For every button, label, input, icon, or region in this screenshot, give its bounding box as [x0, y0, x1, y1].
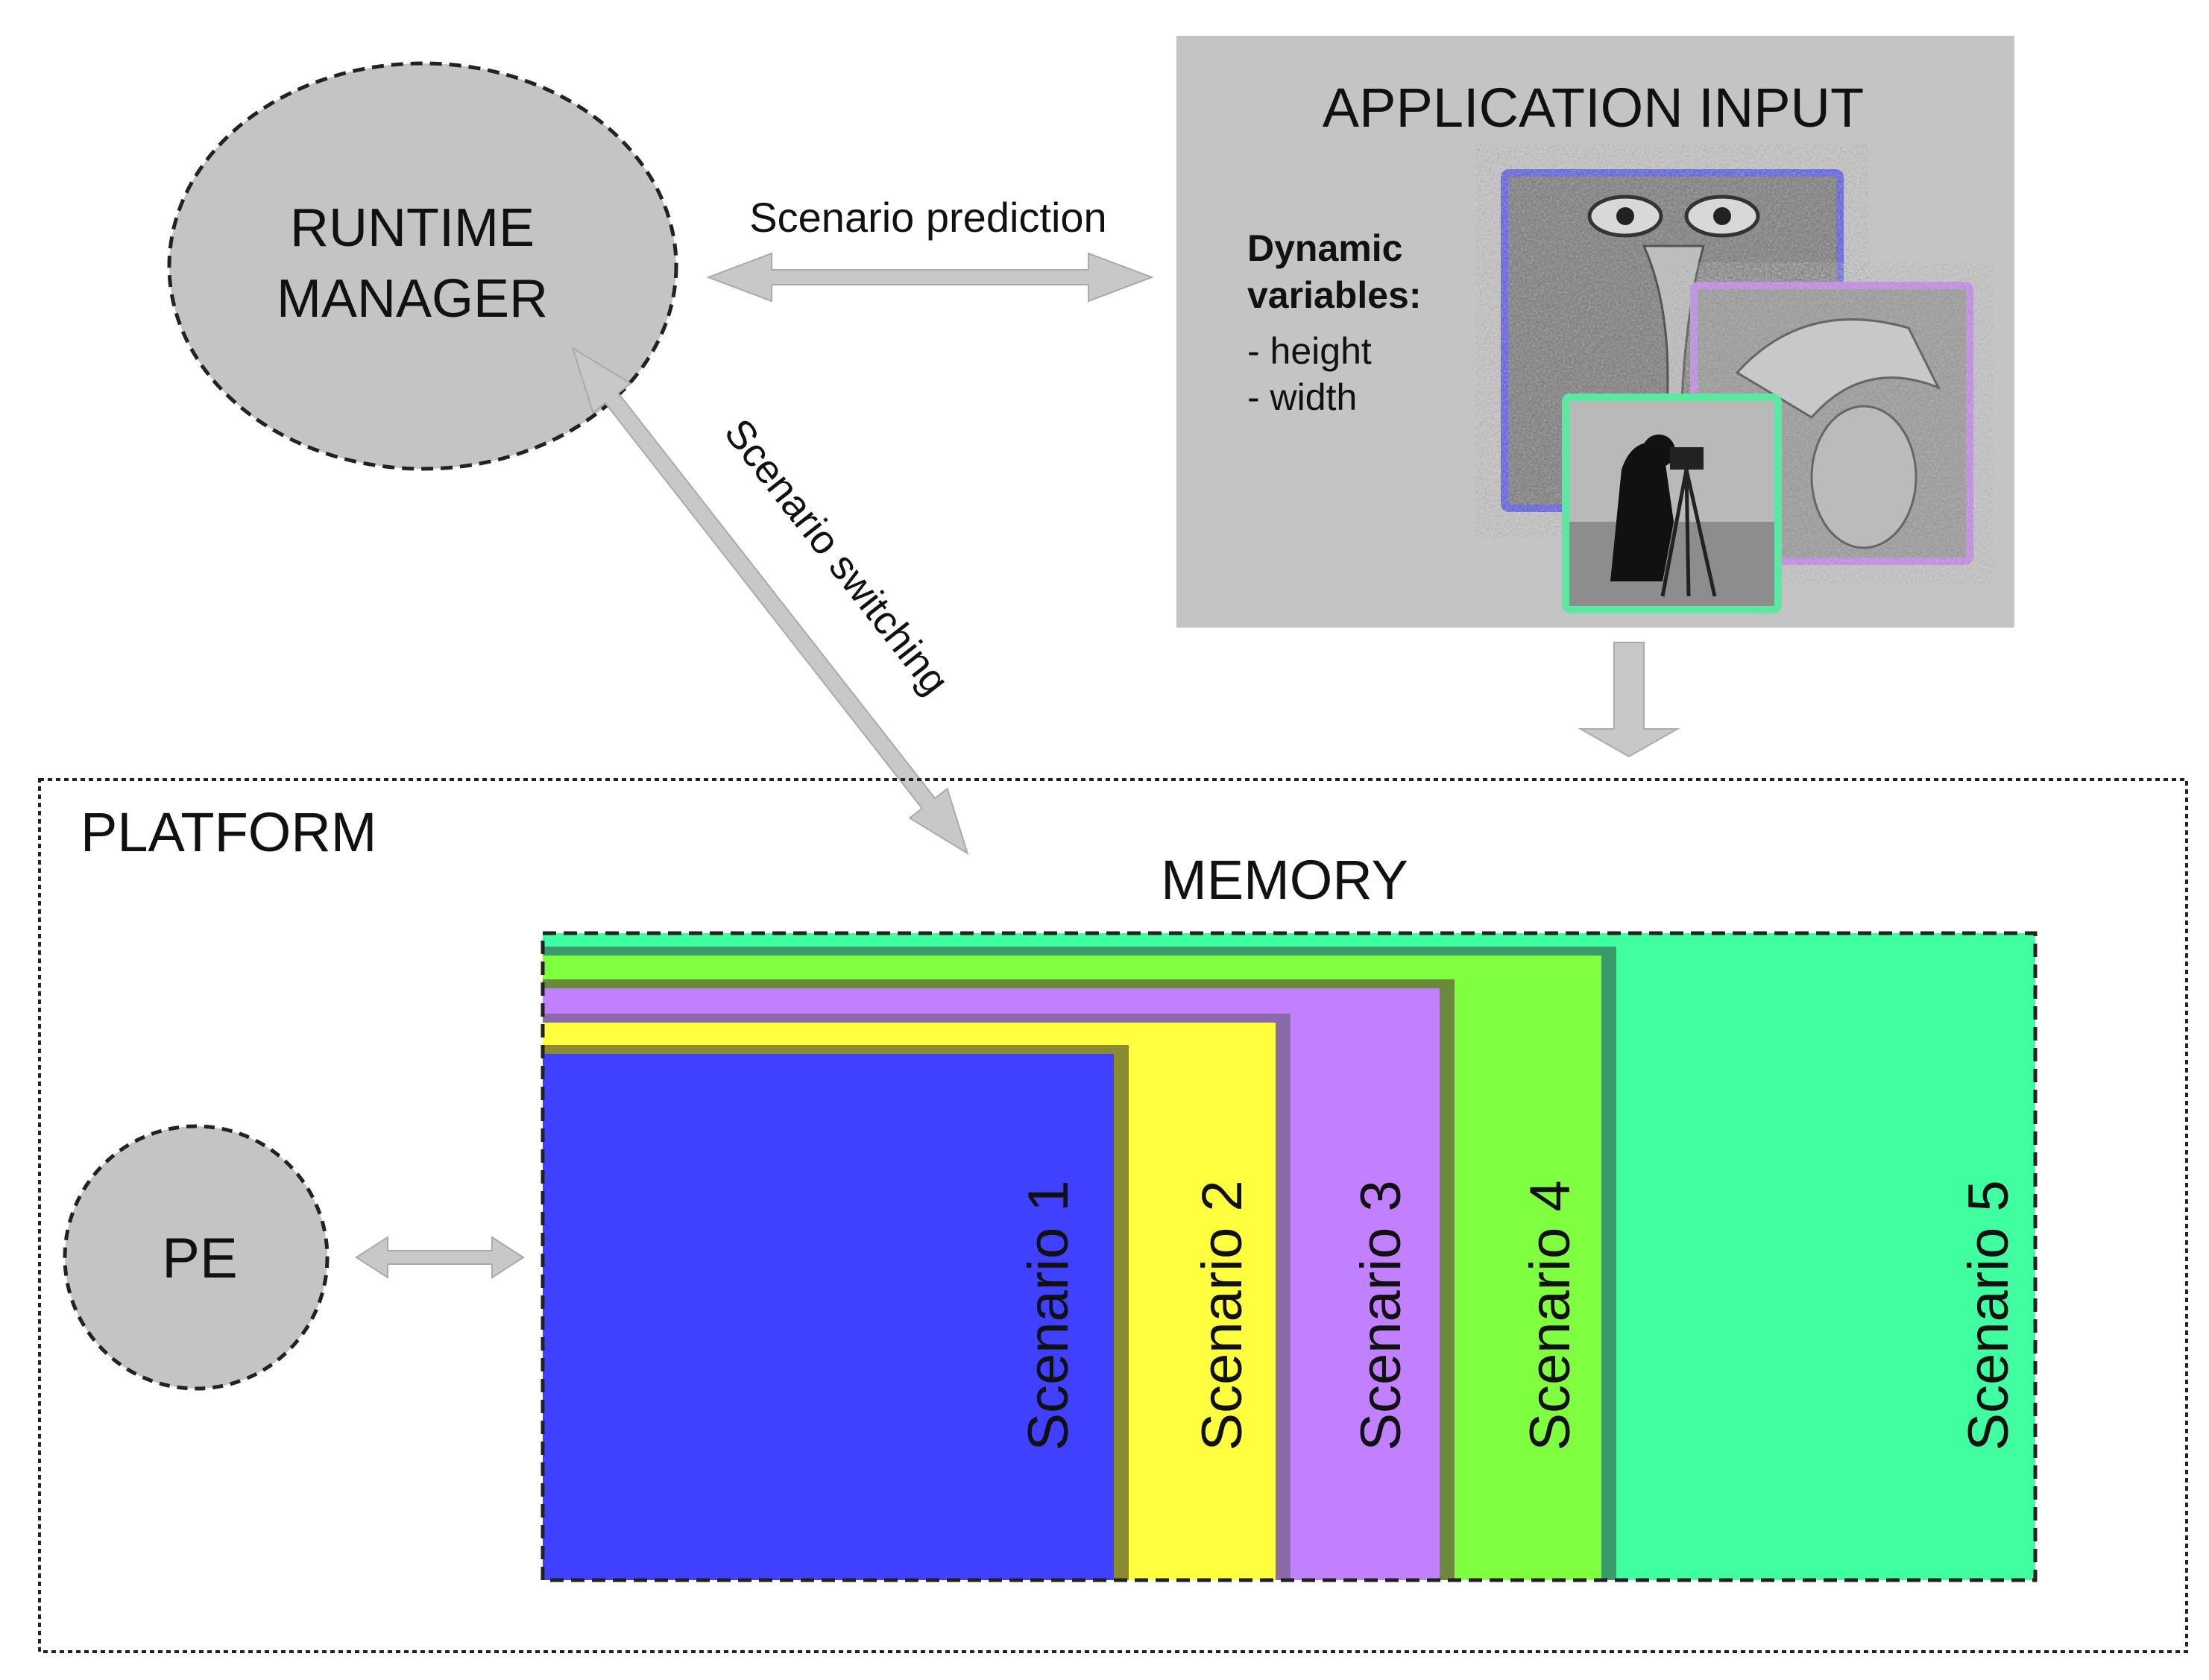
scenario-3-label: Scenario 3	[1349, 1180, 1413, 1450]
platform-container: PLATFORM MEMORY	[38, 778, 2188, 1653]
scenario-5-label: Scenario 5	[1957, 1180, 2020, 1450]
scenario-prediction-label: Scenario prediction	[749, 194, 1106, 241]
scenario-switching-label: Scenario switching	[716, 411, 957, 703]
variable-height: - height	[1247, 330, 1372, 372]
runtime-manager-label-line1: RUNTIME	[290, 198, 535, 258]
platform-title: PLATFORM	[81, 801, 376, 863]
runtime-manager-label-line2: MANAGER	[277, 269, 548, 329]
runtime-manager-node: RUNTIME MANAGER	[167, 61, 678, 471]
scenario-4-label: Scenario 4	[1519, 1180, 1582, 1450]
scenario-switching-arrow	[571, 346, 969, 856]
pe-node: PE	[63, 1124, 330, 1391]
variable-width: - width	[1247, 376, 1357, 418]
scenario-2-label: Scenario 2	[1191, 1180, 1254, 1450]
scenario-1-region	[543, 1054, 1114, 1580]
scenario-prediction-arrow: Scenario prediction	[706, 194, 1154, 303]
memory-block: Scenario 1 Scenario 2 Scenario 3 Scenari…	[541, 931, 2038, 1582]
input-to-memory-arrow	[1578, 642, 1680, 758]
memory-title: MEMORY	[1161, 849, 1408, 911]
application-input-panel: APPLICATION INPUT Dynamic variables: - h…	[1176, 36, 2014, 628]
scenario-1-label: Scenario 1	[1017, 1180, 1080, 1450]
pe-label: PE	[162, 1227, 237, 1290]
dynamic-variables-label-2: variables:	[1247, 274, 1421, 316]
dynamic-variables-label-1: Dynamic	[1247, 227, 1402, 269]
pe-memory-arrow	[355, 1236, 525, 1279]
application-input-title: APPLICATION INPUT	[1323, 77, 1864, 139]
cameraman-image	[1562, 394, 1782, 613]
